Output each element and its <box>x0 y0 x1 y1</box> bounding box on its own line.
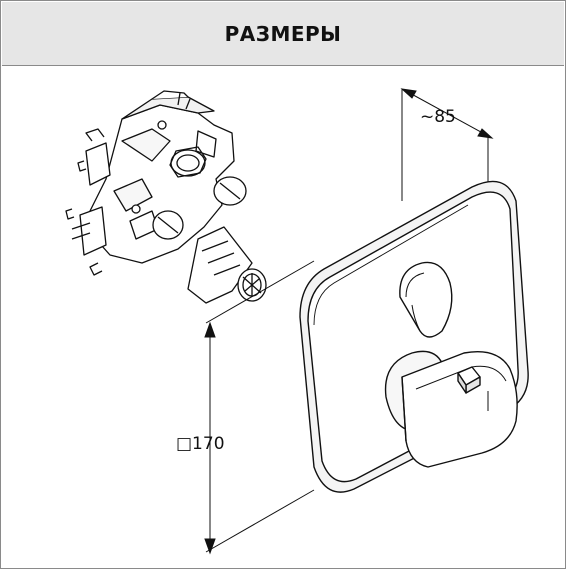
depth-dimension-label: ~85 <box>420 107 456 127</box>
size-dimension-label: □170 <box>176 434 225 454</box>
size-dimension <box>204 321 216 555</box>
depth-dimension <box>400 88 494 139</box>
panel-header: РАЗМЕРЫ <box>2 2 564 66</box>
diverter-knob <box>399 261 453 338</box>
panel-title: РАЗМЕРЫ <box>224 21 342 46</box>
valve-body-illustration <box>65 90 267 304</box>
technical-drawing: ~85 □170 <box>2 66 566 569</box>
thermostat-lever <box>384 350 518 468</box>
drawing-canvas: ~85 □170 <box>65 88 529 555</box>
